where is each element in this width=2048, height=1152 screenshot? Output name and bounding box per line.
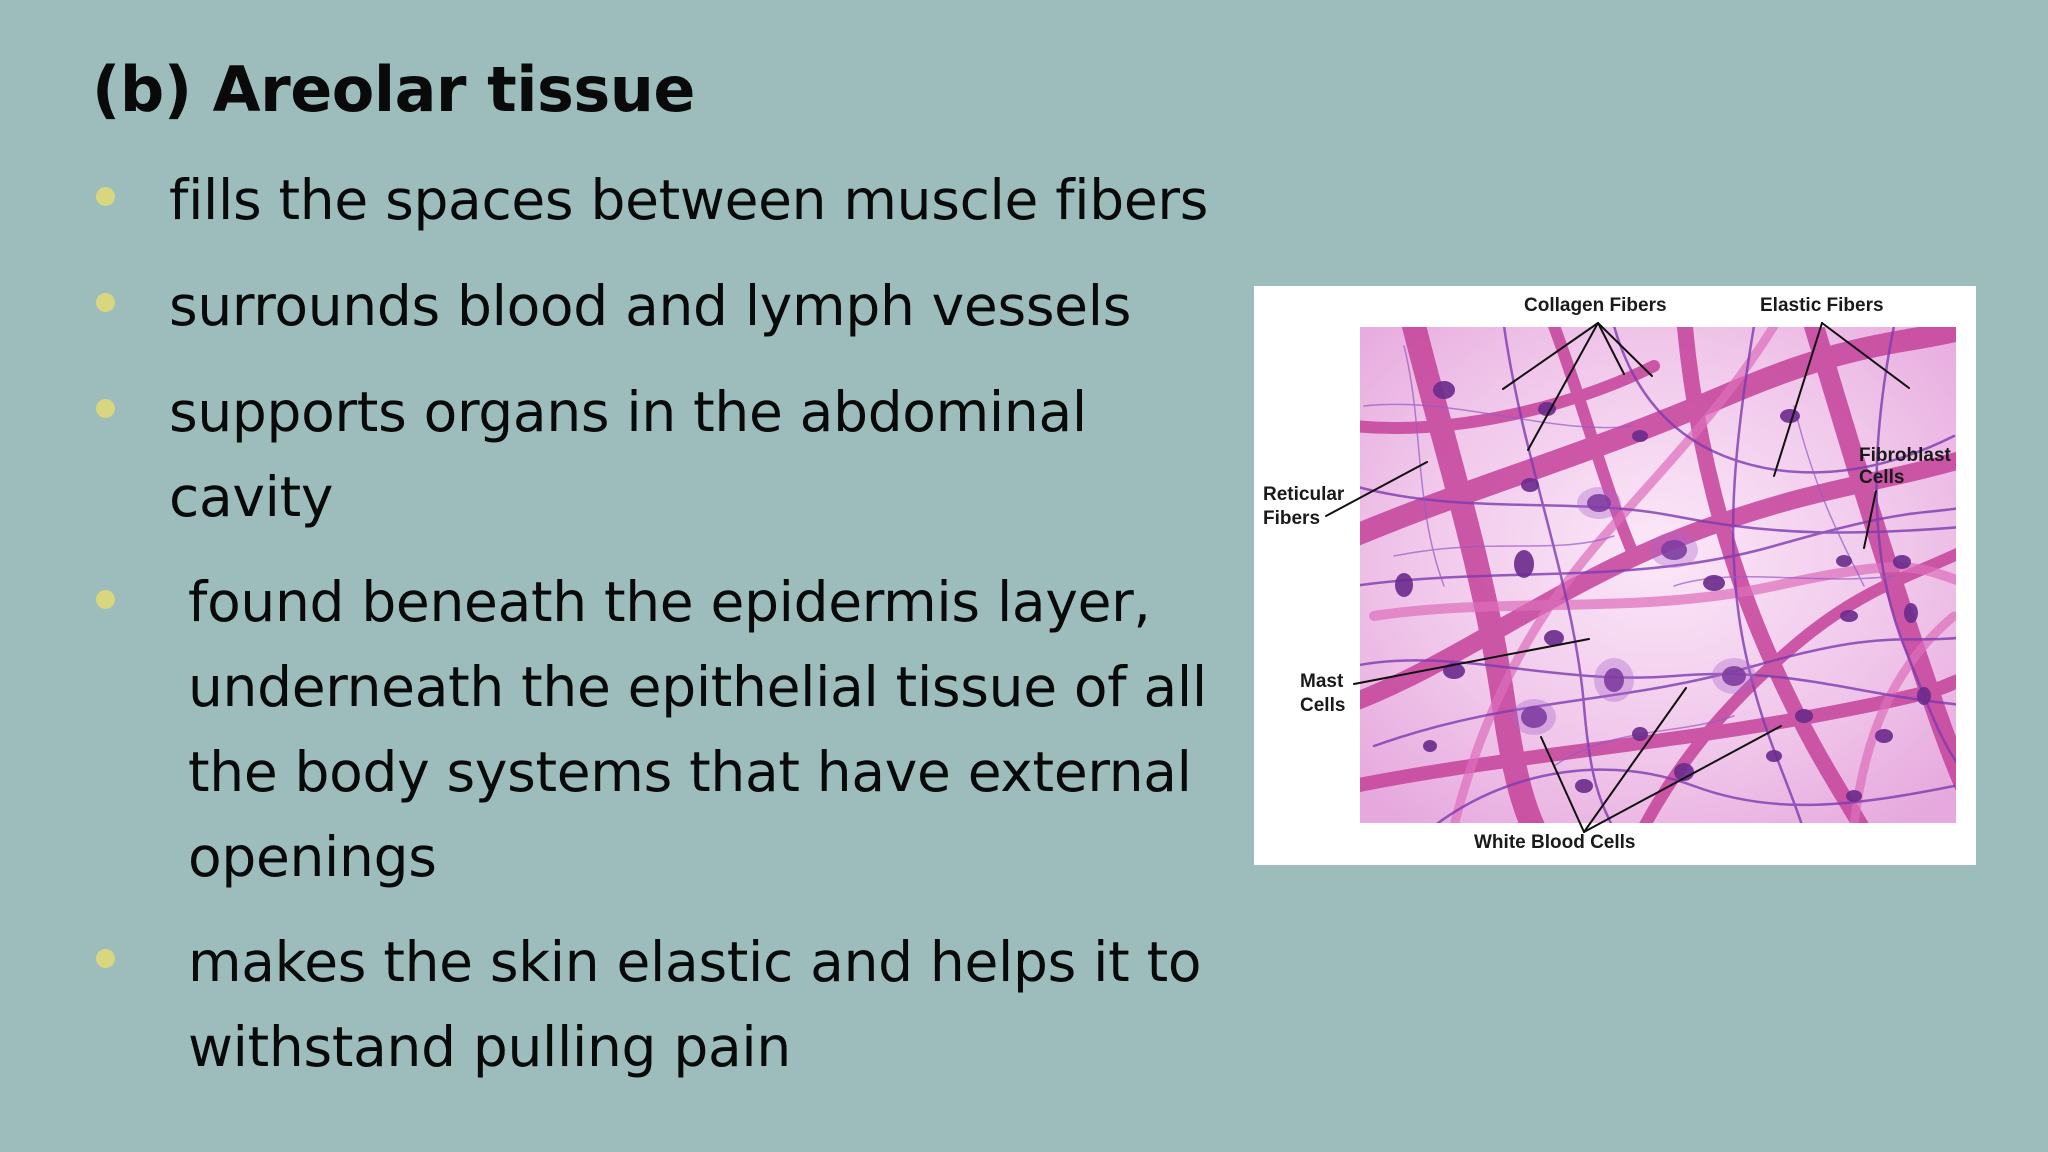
bullet-dot-icon — [96, 187, 115, 206]
bullet-text: supports organs in the abdominal — [169, 380, 1087, 444]
micrograph-photo — [1360, 327, 1956, 823]
bullet-dot-icon — [96, 949, 115, 968]
label-leader-lines — [1325, 322, 1910, 833]
bullet-dot-icon — [96, 293, 115, 312]
elastic-fibers-label: Elastic Fibers — [1760, 295, 1884, 316]
bullet-text: makes the skin elastic and helps it to — [188, 930, 1202, 994]
reticular-fibers-label: Fibers — [1263, 508, 1320, 529]
bullet-dot-icon — [96, 590, 115, 609]
bullet-text: the body systems that have external — [188, 740, 1192, 804]
bullet-text: underneath the epithelial tissue of all — [188, 655, 1207, 719]
slide-title: (b) Areolar tissue — [92, 53, 695, 126]
bullet-text: openings — [188, 825, 437, 889]
bullet-text: withstand pulling pain — [188, 1015, 791, 1079]
bullet-text: surrounds blood and lymph vessels — [169, 274, 1132, 338]
areolar-tissue-figure: Collagen Fibers Elastic Fibers Fibroblas… — [1254, 286, 1976, 865]
fibroblast-cells-label: Fibroblast — [1859, 445, 1952, 466]
bullet-list: fills the spaces between muscle fibers s… — [96, 168, 1209, 1079]
mast-cells-label: Mast — [1300, 671, 1344, 692]
reticular-fibers-label: Reticular — [1263, 484, 1345, 505]
white-blood-cells-label: White Blood Cells — [1474, 832, 1636, 853]
fibroblast-cells-label: Cells — [1859, 467, 1904, 488]
bullet-text: fills the spaces between muscle fibers — [169, 168, 1209, 232]
tissue-micrograph: Collagen Fibers Elastic Fibers Fibroblas… — [1263, 295, 1956, 853]
bullet-text: found beneath the epidermis layer, — [188, 570, 1151, 634]
collagen-fibers-label: Collagen Fibers — [1524, 295, 1667, 316]
bullet-text: cavity — [169, 465, 334, 529]
mast-cells-label: Cells — [1300, 695, 1345, 716]
bullet-dot-icon — [96, 399, 115, 418]
